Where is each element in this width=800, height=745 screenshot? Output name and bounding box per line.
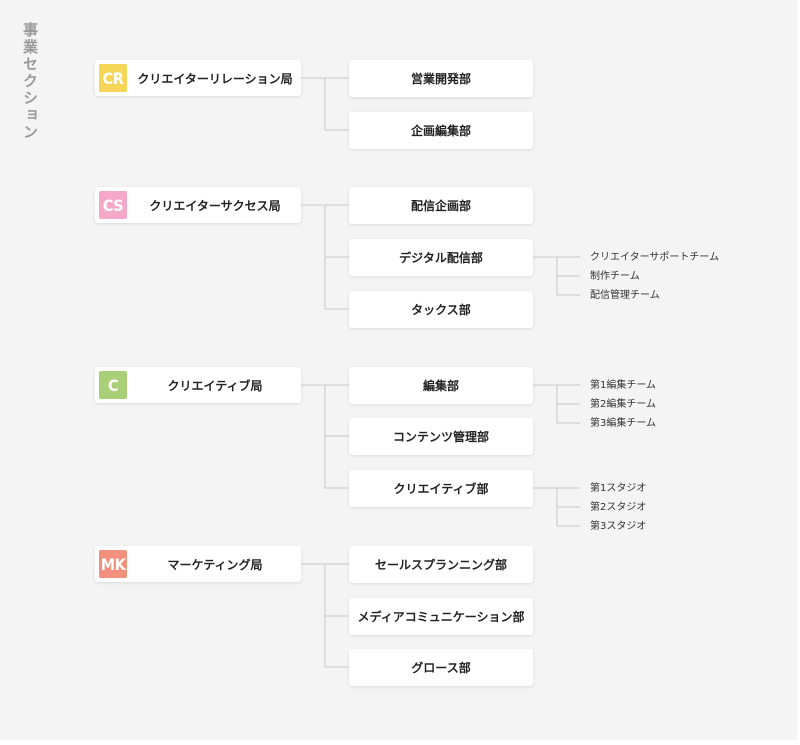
section-title: 事業セクション — [21, 22, 39, 141]
dept-tax[interactable]: タックス部 — [349, 291, 533, 328]
team-editorial-3: 第3編集チーム — [590, 418, 657, 429]
team-editorial-2: 第2編集チーム — [590, 399, 657, 410]
team-production: 制作チーム — [590, 271, 640, 282]
team-studio-3: 第3スタジオ — [590, 521, 647, 532]
dept-media-communication[interactable]: メディアコミュニケーション部 — [349, 598, 533, 635]
team-studio-2: 第2スタジオ — [590, 502, 647, 513]
dept-sales-planning[interactable]: セールスプランニング部 — [349, 546, 533, 583]
dept-planning-editing[interactable]: 企画編集部 — [349, 112, 533, 149]
dept-editorial[interactable]: 編集部 — [349, 367, 533, 404]
badge-cs: CS — [99, 191, 127, 219]
team-editorial-1: 第1編集チーム — [590, 380, 657, 391]
badge-cr: CR — [99, 64, 127, 92]
team-creator-support: クリエイターサポートチーム — [590, 252, 720, 263]
bureau-mk[interactable]: MK マーケティング局 — [95, 546, 301, 582]
bureau-label: クリエイターリレーション局 — [137, 71, 293, 86]
bureau-label: クリエイティブ局 — [167, 378, 263, 393]
dept-distribution-planning[interactable]: 配信企画部 — [349, 187, 533, 224]
dept-creative[interactable]: クリエイティブ部 — [349, 470, 533, 507]
bureau-label: マーケティング局 — [167, 557, 263, 572]
team-distribution-management: 配信管理チーム — [590, 290, 660, 301]
badge-mk: MK — [99, 550, 127, 578]
team-studio-1: 第1スタジオ — [590, 483, 647, 494]
badge-c: C — [99, 371, 127, 399]
bureau-cs[interactable]: CS クリエイターサクセス局 — [95, 187, 301, 223]
bureau-cr[interactable]: CR クリエイターリレーション局 — [95, 60, 301, 96]
bureau-c[interactable]: C クリエイティブ局 — [95, 367, 301, 403]
dept-growth[interactable]: グロース部 — [349, 649, 533, 686]
bureau-label: クリエイターサクセス局 — [149, 198, 281, 213]
dept-content-management[interactable]: コンテンツ管理部 — [349, 418, 533, 455]
dept-digital-distribution[interactable]: デジタル配信部 — [349, 239, 533, 276]
dept-sales-development[interactable]: 営業開発部 — [349, 60, 533, 97]
